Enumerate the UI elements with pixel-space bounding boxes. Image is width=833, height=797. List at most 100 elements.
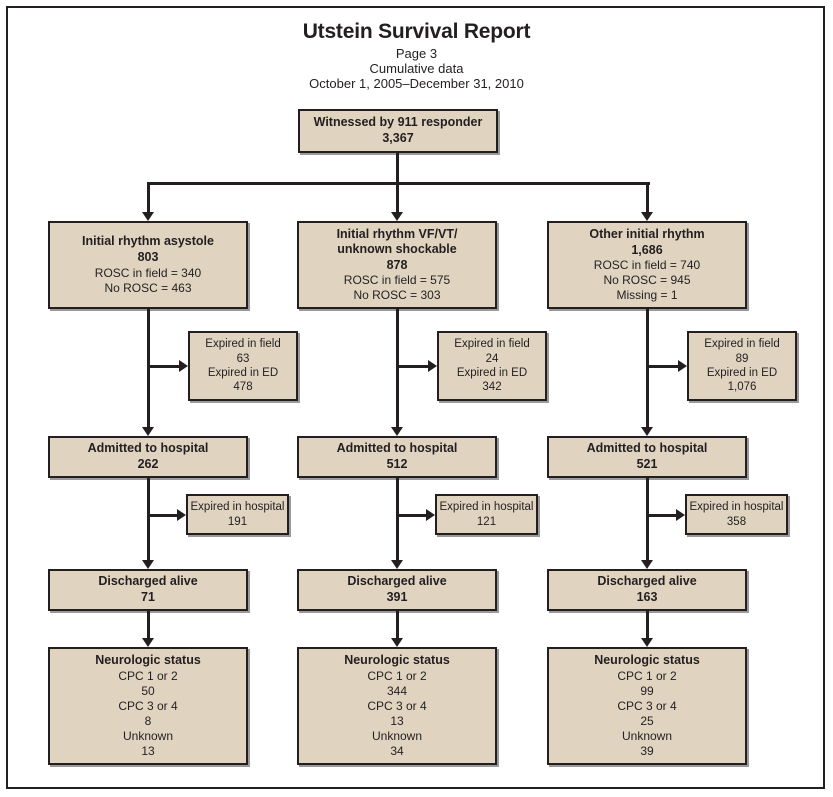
- arrowhead-col2-expired-hospital: [426, 509, 435, 521]
- arrowhead-col1-expired-hospital: [177, 509, 186, 521]
- arrowhead-to-col1-rhythm: [142, 212, 154, 221]
- node-col1-rhythm-value: 803: [137, 250, 159, 264]
- node-col3-admitted-label: Admitted to hospital: [586, 441, 708, 456]
- node-col2-rhythm-detail1: ROSC in field = 575: [343, 273, 451, 288]
- node-col1-expired-ed-label: Expired in ED: [207, 367, 279, 379]
- node-col3-expired-ed-label: Expired in ED: [706, 367, 778, 379]
- date-range-label: October 1, 2005–December 31, 2010: [309, 76, 524, 91]
- connector-col2-to-expired-prehospital: [396, 365, 430, 368]
- connector-col3-admitted-to-discharged: [646, 478, 649, 563]
- connector-root-down: [396, 153, 399, 183]
- node-col3-rhythm-value: 1,686: [631, 242, 663, 257]
- node-col2-rhythm: Initial rhythm VF/VT/ unknown shockable …: [297, 221, 497, 309]
- arrowhead-col3-admitted: [641, 427, 653, 436]
- node-col3-discharged-label: Discharged alive: [597, 574, 697, 589]
- node-col1-expired-hospital-value: 191: [227, 515, 248, 528]
- node-col1-expired-field-label: Expired in field: [205, 338, 281, 351]
- node-col1-neuro-unknown-label: Unknown: [122, 728, 174, 743]
- node-col3-neuro-unknown-value: 39: [640, 743, 654, 758]
- node-col1-expired-hospital: Expired in hospital 191: [186, 494, 289, 535]
- node-col2-rhythm-value: 878: [386, 257, 408, 272]
- arrowhead-col1-expired-prehospital: [179, 360, 188, 372]
- connector-col1-admitted-to-discharged: [147, 478, 150, 563]
- arrowhead-col2-admitted: [391, 427, 403, 436]
- node-root-witnessed: Witnessed by 911 responder 3,367: [298, 109, 498, 153]
- node-col3-expired-hospital-value: 358: [726, 515, 747, 528]
- node-col3-admitted-value: 521: [636, 457, 658, 471]
- connector-col2-to-expired-hospital: [396, 514, 428, 517]
- node-col1-neuro-unknown-value: 13: [141, 743, 155, 758]
- arrowhead-col3-expired-prehospital: [678, 360, 687, 372]
- connector-bus-to-col2: [396, 182, 399, 214]
- node-col1-expired-ed-value: 478: [233, 381, 253, 394]
- node-col1-discharged-label: Discharged alive: [98, 574, 198, 589]
- node-col2-rhythm-label: Initial rhythm VF/VT/: [336, 226, 458, 241]
- node-col2-neuro-cpc34-value: 13: [390, 713, 404, 728]
- node-col2-expired-prehospital: Expired in field 24 Expired in ED 342: [437, 331, 547, 401]
- node-col3-expired-ed-value: 1,076: [727, 381, 757, 394]
- node-col1-admitted: Admitted to hospital 262: [48, 436, 248, 478]
- node-col3-rhythm-detail3: Missing = 1: [616, 288, 678, 303]
- page-border-frame: [6, 6, 825, 789]
- node-root-value: 3,367: [382, 131, 414, 145]
- node-col3-neuro-label: Neurologic status: [594, 653, 700, 668]
- node-col1-expired-hospital-label: Expired in hospital: [190, 501, 285, 514]
- node-col1-rhythm-label: Initial rhythm asystole: [82, 234, 214, 249]
- node-col2-expired-field-label: Expired in field: [454, 338, 530, 351]
- node-col2-admitted-value: 512: [386, 457, 408, 471]
- node-col2-admitted-label: Admitted to hospital: [336, 441, 458, 456]
- node-col2-neuro-unknown-value: 34: [390, 743, 404, 758]
- arrowhead-col1-neuro: [142, 638, 154, 647]
- node-col2-rhythm-detail2: No ROSC = 303: [353, 288, 441, 303]
- node-root-label: Witnessed by 911 responder: [313, 115, 483, 130]
- connector-col1-rhythm-to-admitted: [147, 309, 150, 430]
- node-col1-admitted-label: Admitted to hospital: [87, 441, 209, 456]
- arrowhead-col2-neuro: [391, 638, 403, 647]
- data-type-label: Cumulative data: [369, 61, 464, 76]
- node-col2-neuro-cpc12-value: 344: [386, 683, 408, 698]
- node-col1-discharged: Discharged alive 71: [48, 569, 248, 611]
- connector-col1-to-expired-hospital: [147, 514, 179, 517]
- node-col3-neuro-cpc34-value: 25: [640, 713, 654, 728]
- arrowhead-col1-discharged: [142, 560, 154, 569]
- node-col2-expired-ed-label: Expired in ED: [456, 367, 528, 379]
- node-col1-neuro-label: Neurologic status: [95, 653, 201, 668]
- node-col2-expired-ed-value: 342: [482, 381, 502, 394]
- node-col1-neuro-cpc34-label: CPC 3 or 4: [118, 698, 178, 713]
- arrowhead-col3-neuro: [641, 638, 653, 647]
- node-col1-neuro: Neurologic status CPC 1 or 2 50 CPC 3 or…: [48, 647, 248, 765]
- connector-col2-admitted-to-discharged: [396, 478, 399, 563]
- node-col3-expired-hospital: Expired in hospital 358: [685, 494, 788, 535]
- arrowhead-to-col2-rhythm: [391, 212, 403, 221]
- connector-col3-to-expired-hospital: [646, 514, 678, 517]
- node-col3-expired-field-value: 89: [735, 352, 749, 365]
- node-col2-admitted: Admitted to hospital 512: [297, 436, 497, 478]
- node-col2-neuro-cpc12-label: CPC 1 or 2: [367, 668, 427, 683]
- arrowhead-col1-admitted: [142, 427, 154, 436]
- node-col3-neuro: Neurologic status CPC 1 or 2 99 CPC 3 or…: [547, 647, 747, 765]
- node-col1-admitted-value: 262: [137, 457, 159, 471]
- node-col2-neuro-unknown-label: Unknown: [371, 728, 423, 743]
- node-col2-expired-hospital-label: Expired in hospital: [439, 501, 534, 514]
- node-col3-discharged-value: 163: [636, 590, 658, 604]
- connector-col2-discharged-to-neuro: [396, 611, 399, 641]
- node-col2-neuro-cpc34-label: CPC 3 or 4: [367, 698, 427, 713]
- connector-col2-rhythm-to-admitted: [396, 309, 399, 430]
- node-col3-neuro-cpc34-label: CPC 3 or 4: [617, 698, 677, 713]
- arrowhead-to-col3-rhythm: [641, 212, 653, 221]
- node-col3-neuro-unknown-label: Unknown: [621, 728, 673, 743]
- node-col1-rhythm-detail2: No ROSC = 463: [104, 280, 192, 295]
- node-col2-neuro: Neurologic status CPC 1 or 2 344 CPC 3 o…: [297, 647, 497, 765]
- node-col2-discharged: Discharged alive 391: [297, 569, 497, 611]
- arrowhead-col2-expired-prehospital: [428, 360, 437, 372]
- arrowhead-col2-discharged: [391, 560, 403, 569]
- node-col3-neuro-cpc12-label: CPC 1 or 2: [617, 668, 677, 683]
- node-col3-expired-field-label: Expired in field: [704, 338, 780, 351]
- node-col1-neuro-cpc34-value: 8: [144, 713, 152, 728]
- connector-col1-discharged-to-neuro: [147, 611, 150, 641]
- node-col2-expired-hospital: Expired in hospital 121: [435, 494, 538, 535]
- node-col1-neuro-cpc12-value: 50: [141, 683, 155, 698]
- arrowhead-col3-expired-hospital: [676, 509, 685, 521]
- node-col2-rhythm-label2: unknown shockable: [337, 242, 457, 257]
